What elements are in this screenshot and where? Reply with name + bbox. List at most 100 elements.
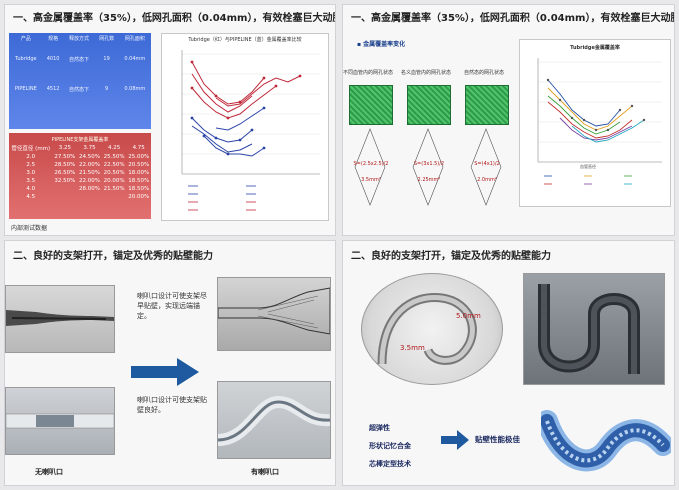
- table-cell: 3.5: [26, 178, 36, 184]
- table-header: 网孔面积: [124, 36, 145, 42]
- result-label: 贴壁性能极佳: [475, 435, 520, 444]
- table-cell: 32.50%: [54, 178, 76, 184]
- table-header: 4.75: [132, 145, 145, 151]
- mesh-photo: [407, 85, 451, 125]
- panel4-title: 二、良好的支架打开，锚定及优秀的贴壁能力: [351, 251, 551, 262]
- series-line: [547, 101, 633, 139]
- table-cell: 2.0: [26, 154, 36, 160]
- flare-description-2: 喇叭口设计可使支架贴壁良好。: [137, 396, 207, 414]
- stent-photo-flare-bottom: [217, 381, 331, 459]
- panel3-title: 二、良好的支架打开，锚定及优秀的贴壁能力: [13, 251, 213, 262]
- series-line-blue: [191, 125, 253, 153]
- coverage-line-chart: Tubridge（红）与PIPELINE（蓝）金属覆盖率比较: [161, 33, 329, 221]
- flare-description-1: 喇叭口设计可使支架尽早贴壁，实现远端锚定。: [137, 292, 207, 320]
- chart-svg: [537, 58, 662, 185]
- feature-item: 超弹性: [369, 424, 390, 432]
- table-cell: 0.04mm: [124, 56, 146, 62]
- chart-legend-glyphs: [544, 175, 632, 185]
- mesh-photo: [349, 85, 393, 125]
- table-header: 4.25: [107, 145, 121, 151]
- caption-no-flare: 无喇叭口: [35, 468, 63, 476]
- table-cell: 22.00%: [79, 178, 100, 184]
- table-cell: 2.5: [26, 162, 36, 168]
- chart-gridlines: [182, 53, 320, 175]
- table-cell: 4010: [46, 56, 60, 62]
- series-line-red: [191, 73, 253, 113]
- subtitle-text: 金属覆盖率变化: [363, 41, 406, 48]
- series-line-blue: [203, 135, 265, 157]
- table-cell: 25.00%: [128, 154, 150, 160]
- table-cell: [102, 193, 127, 201]
- table-cell: 26.50%: [54, 170, 76, 176]
- series-line-red: [215, 75, 301, 107]
- caption-flare: 有喇叭口: [251, 468, 279, 476]
- table-header-row: 产品 规格 释放方式 网孔数 网孔面积: [9, 33, 151, 44]
- table-cell: 22.50%: [103, 162, 125, 168]
- series-line-red: [191, 85, 277, 119]
- table-cell: 18.00%: [128, 170, 150, 176]
- mesh-formula: S=(3x1.5)/2: [413, 161, 445, 167]
- table-cell: 22.00%: [79, 162, 100, 168]
- table-cell: [53, 193, 78, 201]
- mesh-formula: S=(2.5x2.5)/2: [353, 161, 389, 167]
- mesh-label: 不同血管内的网孔状态: [343, 70, 394, 76]
- panel-coverage-variation: 一、高金属覆盖率（35%），低网孔面积（0.04mm），有效栓塞巨大动脉瘤 ▪ …: [342, 4, 675, 236]
- curved-vessel-illustration: [217, 395, 331, 446]
- panel2-title: 一、高金属覆盖率（35%），低网孔面积（0.04mm），有效栓塞巨大动脉瘤: [351, 13, 675, 24]
- table-header: 规格: [48, 36, 59, 42]
- table-cell: 3.0: [26, 170, 36, 176]
- table-cell: 20.00%: [128, 194, 150, 200]
- table-header: 3.25: [58, 145, 72, 151]
- table-header: 产品: [20, 36, 31, 42]
- table-header: 网孔数: [99, 36, 115, 42]
- table-row: PIPELINE 4512 自然态下 9 0.08mm: [9, 74, 151, 104]
- subtitle: ▪ 金属覆盖率变化: [357, 41, 406, 48]
- chart-gridlines: [538, 61, 662, 163]
- table-cell: 28.00%: [79, 186, 100, 192]
- vessel-illustration: [5, 413, 115, 429]
- table-cell: Tubridge: [15, 56, 37, 62]
- table-cell: 27.50%: [54, 154, 76, 160]
- mesh-area: 2.25mm²: [417, 177, 441, 183]
- series-markers-red: [190, 60, 302, 120]
- table-cell: 25.50%: [103, 154, 125, 160]
- table-cell: 18.50%: [128, 178, 150, 184]
- mesh-formula: S=(4x1)/2: [474, 161, 500, 167]
- panel-stent-opening: 二、良好的支架打开，锚定及优秀的贴壁能力 喇叭口设计可使支架尽早贴壁，实现远端锚…: [4, 240, 336, 486]
- panel-wall-apposition: 二、良好的支架打开，锚定及优秀的贴壁能力 5.0mm 3.5mm 超弹性 形状记…: [342, 240, 675, 486]
- x-axis-label: 血管直径: [580, 164, 596, 169]
- curved-vessel-photo: [523, 273, 665, 385]
- table-cell: 20.50%: [128, 162, 150, 168]
- mesh-area: 2.0mm²: [477, 177, 497, 183]
- product-spec-table: 产品 规格 释放方式 网孔数 网孔面积 Tubridge 4010 自然态下 1…: [9, 33, 151, 129]
- table-cell: 4.0: [26, 186, 36, 192]
- table-header: 释放方式: [69, 36, 90, 42]
- table-cell: 0.08mm: [124, 86, 146, 92]
- aneurysm-model-photo: 5.0mm 3.5mm: [361, 273, 503, 385]
- table-cell: 20.50%: [103, 170, 125, 176]
- chart-title: Tubridge（红）与PIPELINE（蓝）金属覆盖率比较: [188, 37, 302, 43]
- tubridge-coverage-chart: Tubridge金属覆盖率: [519, 39, 671, 207]
- dimension-label-small: 3.5mm: [400, 344, 425, 352]
- table-cell: [53, 185, 78, 193]
- mesh-label: 自然态的网孔状态: [463, 70, 504, 76]
- panel-coverage-comparison: 一、高金属覆盖率（35%），低网孔面积（0.04mm），有效栓塞巨大动脉瘤 产品…: [4, 4, 336, 236]
- table-cell: 9: [105, 86, 109, 92]
- mesh-photo: [465, 85, 509, 125]
- feature-list: 超弹性 形状记忆合金 芯棒定型技术: [369, 419, 411, 473]
- series-markers: [546, 78, 646, 132]
- stent-photo-flare-top: [217, 277, 331, 351]
- mesh-diamond: [354, 128, 386, 206]
- table-cell: 4512: [46, 86, 60, 92]
- table-cell: PIPELINE: [14, 86, 37, 92]
- table-cell: 21.50%: [103, 186, 125, 192]
- mesh-diamond: [470, 128, 502, 206]
- mesh-area: 3.5mm²: [361, 177, 381, 183]
